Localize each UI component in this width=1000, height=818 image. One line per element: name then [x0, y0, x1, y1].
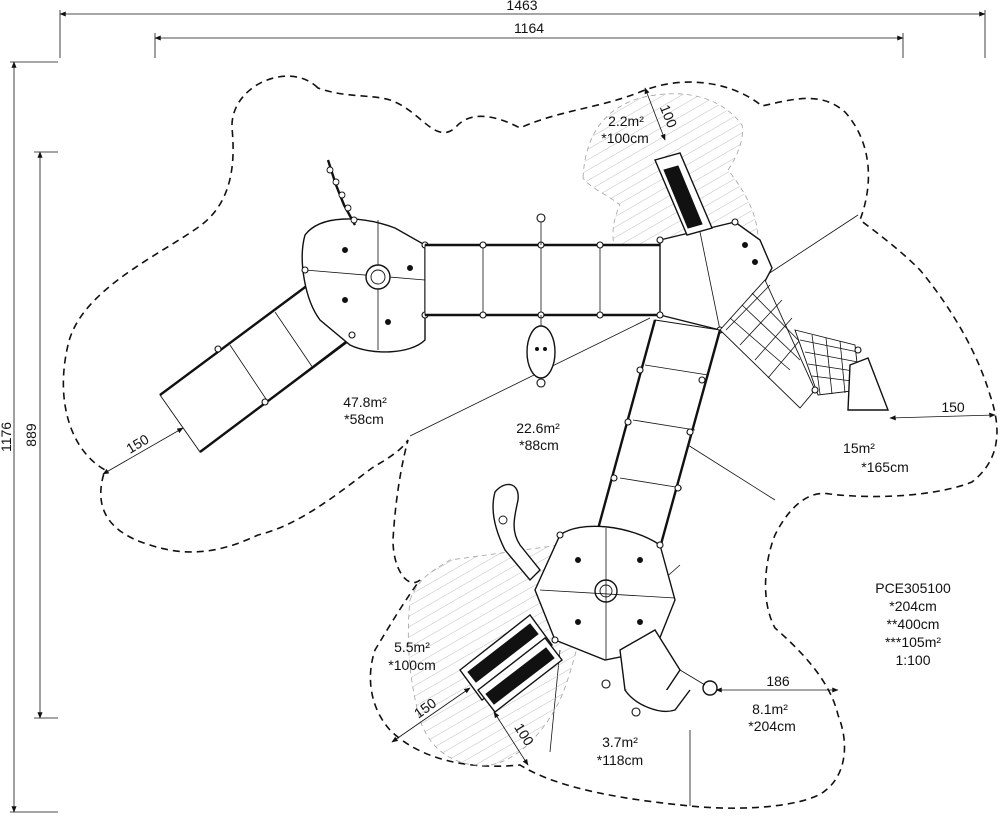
dimension-overall-height: 1176: [0, 61, 58, 813]
inner-height-label: 889: [23, 423, 39, 447]
product-code: PCE305100: [875, 580, 951, 596]
zone-divider-center: [409, 317, 651, 437]
dimension-inner-height: 889: [23, 151, 58, 719]
area-label-right: 15m² *165cm: [843, 440, 909, 475]
area-left-size: 47.8m²: [343, 394, 387, 410]
area-label-top: 2.2m² *100cm: [601, 113, 648, 146]
area-label-left: 47.8m² *58cm: [343, 394, 387, 427]
area-top-height: *100cm: [601, 130, 648, 146]
left-rope-ladder: [326, 159, 358, 226]
product-line-3: ***105m²: [885, 634, 941, 650]
play-panel: [492, 483, 541, 582]
diagonal-bridge: [593, 319, 722, 556]
twin-slide: [459, 614, 563, 713]
left-slide: [159, 281, 353, 453]
bottom-tower: [534, 525, 676, 661]
dimension-bottom-right: 186: [715, 673, 839, 693]
area-bottom-size: 3.7m²: [602, 734, 638, 750]
zone-divider-right: [679, 439, 776, 501]
dimension-overall-width: 1463: [59, 0, 986, 58]
top-slide: [654, 152, 713, 236]
inner-width-label: 1164: [514, 20, 544, 36]
product-scale: 1:100: [895, 652, 930, 668]
product-line-1: *204cm: [889, 598, 936, 614]
hanging-seat: [526, 315, 556, 388]
area-center-height: *88cm: [519, 437, 559, 453]
area-label-bottom-left: 5.5m² *100cm: [388, 639, 435, 673]
bottom-right-label: 186: [766, 673, 790, 689]
area-bottom-right-size: 8.1m²: [752, 701, 788, 717]
area-right-height: *165cm: [861, 459, 908, 475]
dimension-slide-left: 150: [102, 427, 184, 475]
area-label-center: 22.6m² *88cm: [516, 420, 560, 453]
area-bottom-right-height: *204cm: [748, 718, 795, 734]
zone-divider-top-right: [761, 214, 859, 279]
area-top-size: 2.2m²: [608, 113, 644, 129]
area-bottom-left-size: 5.5m²: [394, 639, 430, 655]
safety-zone-outline: [62, 75, 998, 809]
dimension-inner-width: 1164: [154, 20, 904, 58]
overall-height-label: 1176: [0, 422, 14, 452]
area-label-bottom: 3.7m² *118cm: [597, 734, 643, 768]
product-info: PCE305100 *204cm **400cm ***105m² 1:100: [875, 580, 951, 668]
slide-left-label: 150: [123, 431, 151, 457]
bottom-right-platform: [601, 629, 718, 717]
product-line-2: **400cm: [887, 616, 940, 632]
area-bottom-left-height: *100cm: [388, 657, 435, 673]
area-left-height: *58cm: [344, 411, 384, 427]
climbing-net: [719, 279, 890, 411]
area-center-size: 22.6m²: [516, 420, 560, 436]
area-label-bottom-right: 8.1m² *204cm: [748, 701, 795, 734]
area-right-size: 15m²: [843, 440, 875, 456]
left-tower: [301, 218, 429, 353]
overall-width-label: 1463: [506, 0, 537, 13]
area-bottom-height: *118cm: [597, 752, 643, 768]
net-right-label: 150: [941, 399, 965, 415]
dimension-net-right: 150: [889, 399, 996, 421]
